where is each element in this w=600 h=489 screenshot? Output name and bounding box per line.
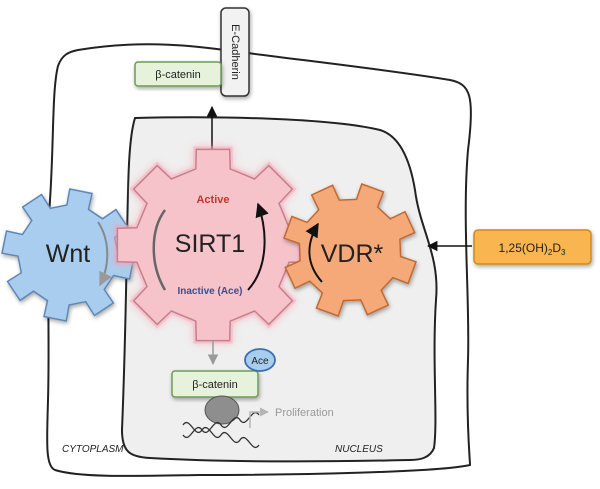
transcription-factor (204, 395, 240, 425)
nucleus-label: NUCLEUS (335, 444, 383, 455)
proliferation-arrow (249, 407, 269, 428)
sirt1-inactive-label: Inactive (Ace) (177, 286, 242, 297)
beta-catenin-bottom-label: β-catenin (192, 379, 237, 391)
vdr-rotation-arrow (305, 222, 323, 283)
beta-catenin-top-label: β-catenin (155, 69, 200, 81)
wnt-gear (1, 188, 135, 322)
acetyl-badge (244, 348, 276, 372)
e-cadherin-box (220, 7, 250, 97)
vdr-gear (283, 183, 417, 317)
wnt-label: Wnt (46, 240, 91, 268)
sirt1-active-label: Active (196, 194, 229, 206)
vdr-label: VDR* (321, 240, 384, 268)
dna-helix-icon (182, 412, 260, 448)
wnt-rotation-arrow (97, 221, 112, 287)
proliferation-label: Proliferation (275, 407, 334, 419)
beta-catenin-top-box (134, 61, 222, 87)
sirt1-left-bracket (152, 209, 167, 291)
sirt1-gear (114, 146, 312, 344)
e-cadherin-label: E-Cadherin (229, 24, 241, 80)
sirt1-label: SIRT1 (175, 230, 245, 258)
sirt1-rotation-arrow (247, 202, 269, 291)
vitamin-d-box (473, 229, 592, 265)
cytoplasm-label: CYTOPLASM (62, 444, 124, 455)
acetyl-label: Ace (251, 356, 269, 367)
vitamin-d-label: 1,25(OH)2D3 (499, 241, 566, 257)
